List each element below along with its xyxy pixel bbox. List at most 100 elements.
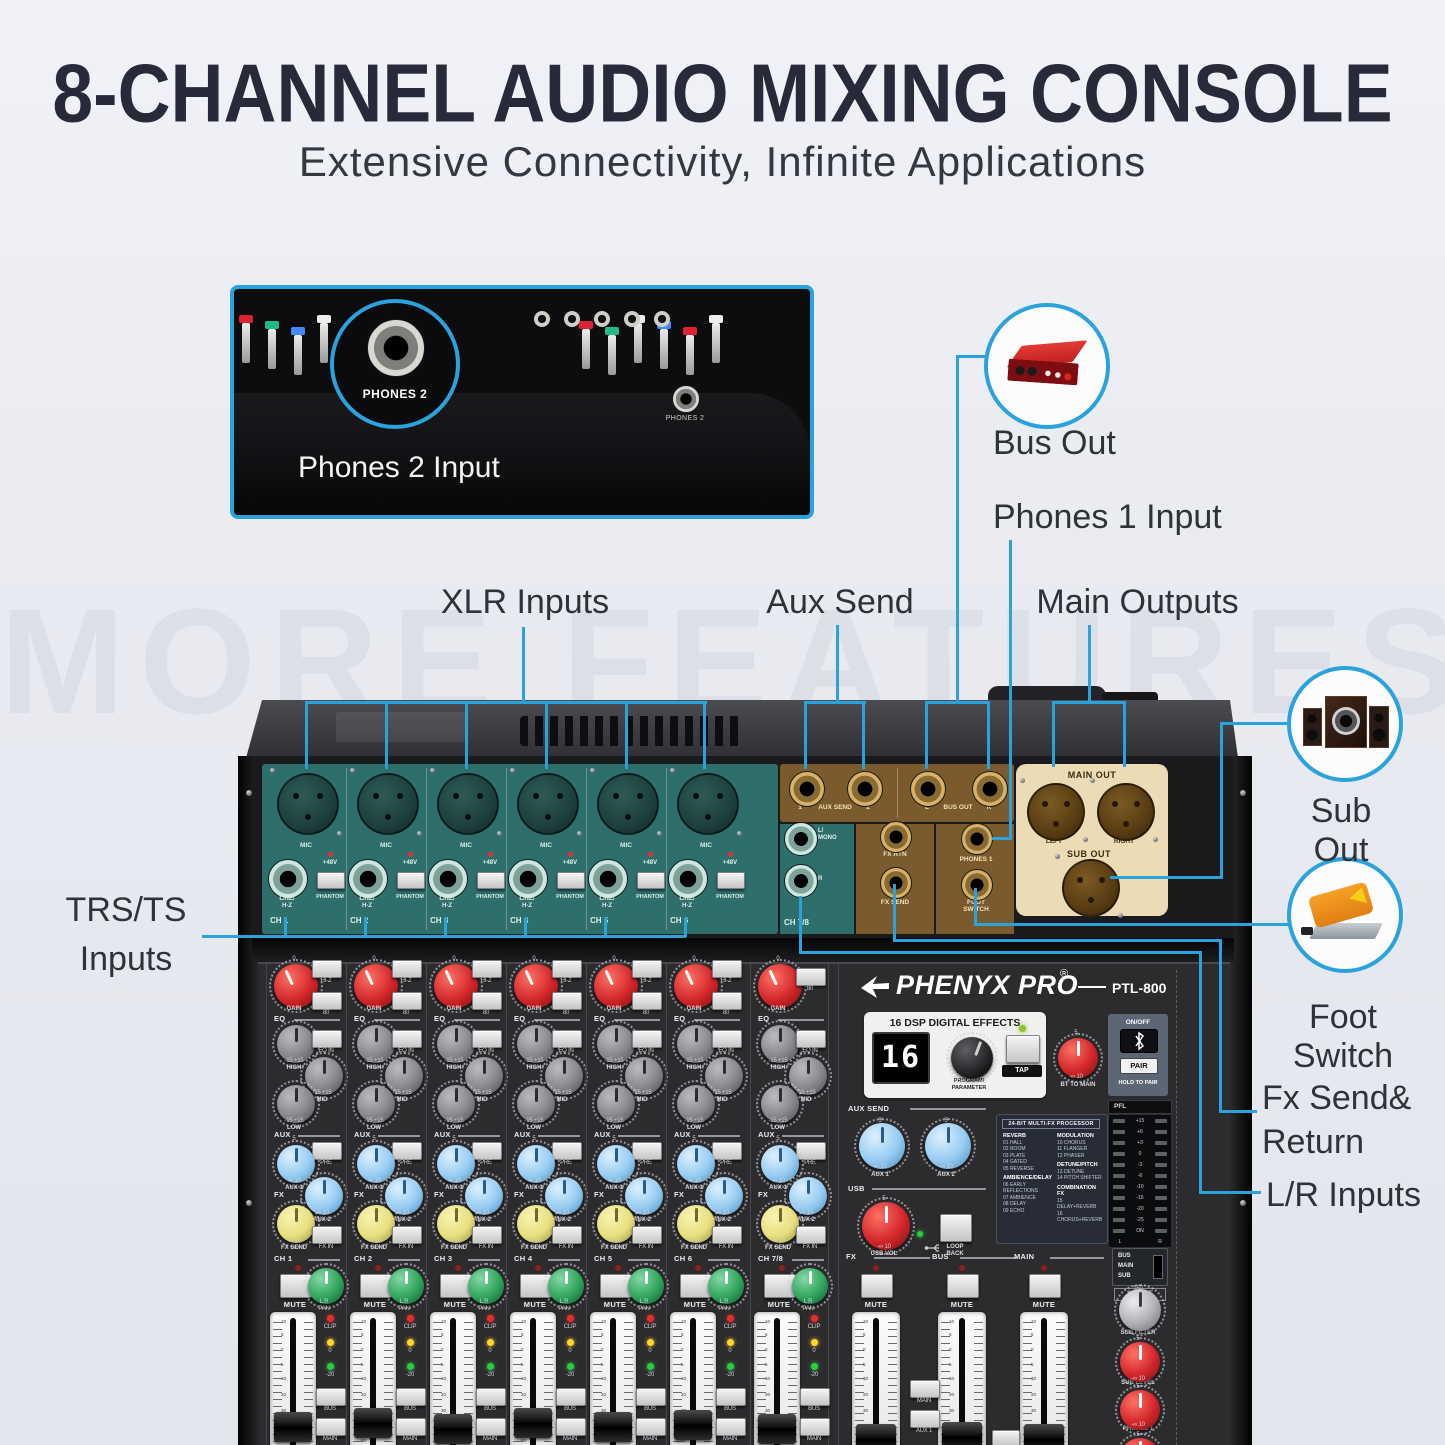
knob-pointer <box>722 1060 726 1074</box>
xlr-pin <box>705 813 711 820</box>
meter-led <box>1155 1140 1167 1145</box>
fader-scale-value: 20 <box>521 1392 527 1398</box>
panel-label: -∞ 10 <box>287 1178 301 1184</box>
strip-channel-label: CH 3 <box>434 1254 453 1263</box>
panel-label: -∞ 10 <box>395 1210 409 1216</box>
panel-label: HIGH <box>770 1065 786 1071</box>
inset-knob-cap <box>239 315 253 323</box>
panel-label: HIGH <box>366 1065 382 1071</box>
fader-ticks <box>673 1322 682 1445</box>
gray-knob <box>432 1080 480 1128</box>
fader-scale-value: 30 <box>863 1408 869 1414</box>
panel-label: FX SEND <box>600 1245 627 1251</box>
master-section-label: MAIN <box>1014 1252 1035 1261</box>
xlr-screw <box>1153 837 1158 842</box>
phantom-button <box>637 872 665 889</box>
panel-label: FX IN <box>638 1244 654 1250</box>
channel-divider <box>586 768 587 930</box>
meter-led <box>1155 1217 1167 1222</box>
panel-label: LOW <box>287 1125 301 1131</box>
panel-label: PHANTOM <box>396 894 424 900</box>
panel-label: -15 +15 <box>632 1090 652 1096</box>
knob-body <box>761 1085 799 1123</box>
fader-cap <box>434 1414 472 1444</box>
panel-label: -∞ 10 <box>287 1238 301 1244</box>
knob-body <box>437 1025 475 1063</box>
panel-label: MUTE <box>950 1300 974 1309</box>
knob-pointer <box>973 1041 982 1057</box>
knob-pointer <box>402 1060 406 1074</box>
panel-label: MAIN <box>642 1436 658 1442</box>
knob-pointer <box>294 1088 298 1102</box>
led <box>327 851 333 857</box>
panel-label: AUX 1 <box>769 1185 787 1191</box>
fader-slot <box>774 1318 780 1445</box>
fader-scale-value: 10 <box>1031 1376 1037 1382</box>
knob-pointer <box>454 1028 458 1042</box>
panel-label: +48V <box>722 860 738 866</box>
knob-pointer <box>683 969 694 985</box>
source-option: BUS <box>1118 1253 1131 1259</box>
section-rule <box>388 1259 420 1261</box>
panel-label: FX SEND <box>764 1245 791 1251</box>
panel-label: FX SEND <box>440 1245 467 1251</box>
fader-ticks <box>788 1322 797 1445</box>
meter-led <box>1113 1151 1125 1156</box>
knob-body <box>274 964 318 1008</box>
bus-out-circle <box>984 303 1110 429</box>
fader-cap <box>354 1408 392 1438</box>
panel-label: PRE <box>480 1160 492 1166</box>
main-assign-button <box>476 1418 506 1436</box>
section-rule <box>454 1019 500 1021</box>
pfl-label: PFL <box>1114 1103 1127 1110</box>
panel-label: MUTE <box>363 1300 387 1309</box>
bluetooth-panel: ON/OFF PAIR HOLD TO PAIR <box>1108 1014 1168 1096</box>
blue-knob <box>540 1172 588 1220</box>
lowcut-80-button <box>796 968 826 986</box>
panel-label: -∞ 10 <box>635 1210 649 1216</box>
xlr-pin <box>613 792 620 799</box>
fader-scale-value: 10 <box>765 1319 771 1325</box>
strip-divider <box>666 964 667 1445</box>
fx-group-header: AMBIENCE/DELAY <box>1003 1175 1052 1181</box>
callout-line <box>992 837 1011 840</box>
fader-scale-value: 20 <box>361 1392 367 1398</box>
meter-row: -3 <box>1109 1159 1171 1170</box>
meter-row: -10 <box>1109 1181 1171 1192</box>
section-rule <box>468 1259 500 1261</box>
knob-pointer <box>946 1126 950 1144</box>
panel-label: MIC <box>300 842 312 849</box>
sub-out-title: SUB OUT <box>1067 849 1111 859</box>
eq-in-button <box>312 1030 342 1048</box>
led <box>486 1314 494 1322</box>
knob-pointer <box>614 1088 618 1102</box>
panel-label: -15 +15 <box>768 1058 788 1064</box>
xlr-pin <box>385 813 391 820</box>
meter-scale-value: ON <box>1136 1227 1144 1234</box>
panel-label: PAN <box>398 1306 410 1312</box>
panel-label: AUX 2 <box>473 1217 491 1223</box>
knob-body <box>1119 1289 1161 1331</box>
panel-label: MIC <box>540 842 552 849</box>
panel-label: -∞ 10 <box>447 1238 461 1244</box>
led <box>566 1338 574 1346</box>
meter-scale-value: -3 <box>1137 1161 1143 1168</box>
fader-scale-value: 10 <box>863 1319 869 1325</box>
panel-label: HI-Z <box>640 978 652 984</box>
led <box>726 1338 734 1346</box>
panel-label: CLIP <box>483 1324 497 1330</box>
knob-pointer <box>778 1088 782 1102</box>
strip-divider <box>346 964 347 1445</box>
gray-knob <box>592 1080 640 1128</box>
fader: 105051020304050 <box>510 1312 556 1445</box>
knob-body <box>597 1205 635 1243</box>
mixer-top-edge <box>246 700 1238 758</box>
panel-label: 5 <box>882 1196 886 1202</box>
inset-knob-cap <box>291 327 305 335</box>
knob-body <box>357 1205 395 1243</box>
panel-label: +48V <box>642 860 658 866</box>
inset-knob-cap <box>317 315 331 323</box>
